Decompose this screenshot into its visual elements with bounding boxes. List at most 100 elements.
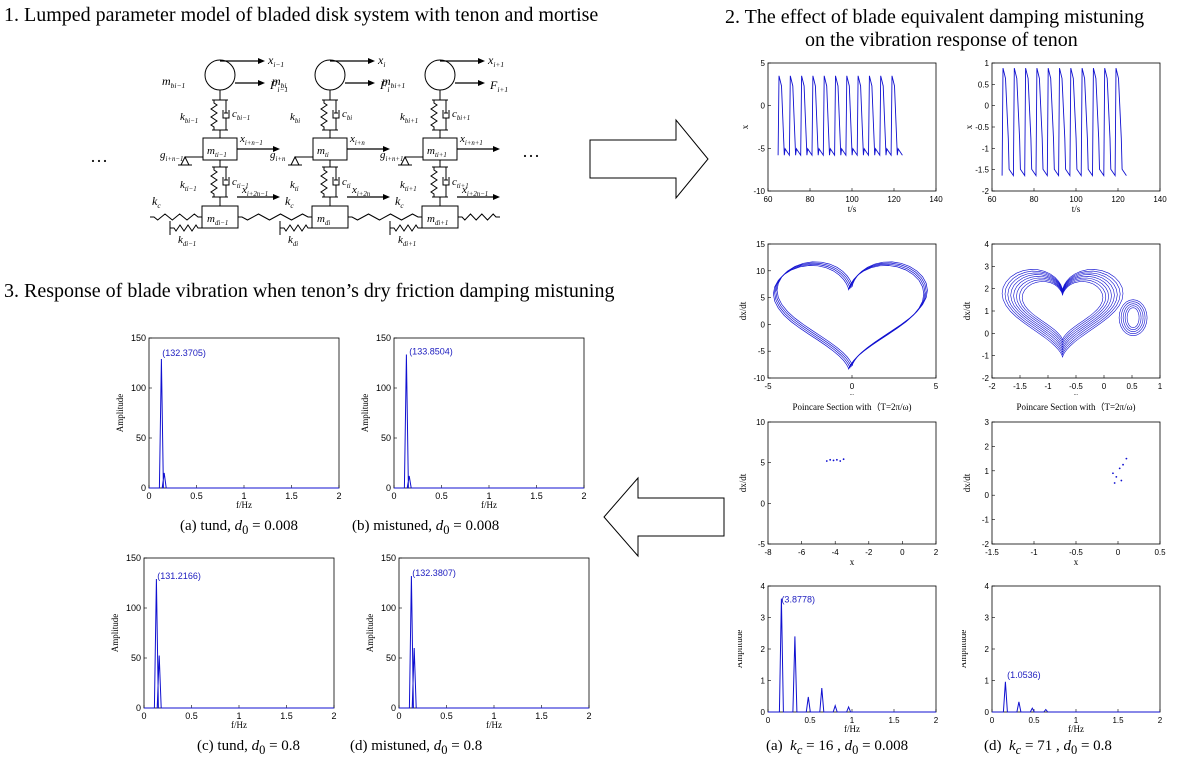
y-tick-label: 5 bbox=[761, 459, 766, 468]
x-axis-label: x bbox=[1074, 391, 1079, 395]
x-tick-label: -0.5 bbox=[1069, 548, 1083, 557]
x-tick-label: 2 bbox=[1158, 716, 1163, 725]
y-tick-label: 5 bbox=[761, 294, 766, 303]
tenon-stiffness-label-0: kti−1 bbox=[180, 179, 197, 193]
x-tick-label: 120 bbox=[887, 195, 901, 204]
x-tick-label: 0.5 bbox=[1126, 382, 1138, 391]
plot-frame bbox=[398, 557, 590, 709]
y-tick-label: 0 bbox=[761, 102, 766, 111]
phase-trajectory bbox=[1019, 279, 1107, 343]
plot-frame bbox=[767, 421, 937, 545]
y-tick-label: 100 bbox=[131, 383, 146, 393]
y-tick-label: 1 bbox=[985, 677, 990, 686]
y-tick-label: 0 bbox=[386, 483, 391, 493]
x-tick-label: 0.5 bbox=[804, 716, 816, 725]
y-tick-label: 0 bbox=[985, 329, 990, 338]
y-tick-label: 0 bbox=[985, 102, 990, 111]
spectrum-line bbox=[992, 681, 1160, 713]
x-tick-label: 140 bbox=[929, 195, 943, 204]
spectrum-line bbox=[399, 575, 589, 709]
friction-label-0: gi+n−1 bbox=[160, 149, 183, 163]
ellipsis-left: ··· bbox=[90, 151, 108, 171]
disk-stiffness-label-1: kdi bbox=[288, 234, 298, 248]
plot-frame bbox=[143, 557, 335, 709]
x-tick-label: 1.5 bbox=[530, 491, 543, 501]
y-tick-label: 50 bbox=[381, 433, 391, 443]
model-column-i+1: xi+1Fi+1mbi+1kbi+1cbi+1mti+1xi+n+1gi+n+1… bbox=[380, 53, 508, 248]
disk-disp-label-0: xi+2n−1 bbox=[241, 184, 268, 198]
x-tick-label: 1 bbox=[491, 711, 496, 721]
x-tick-label: 2 bbox=[331, 711, 336, 721]
phase-trajectory bbox=[775, 262, 927, 368]
y-tick-label: -10 bbox=[753, 374, 765, 383]
ellipsis-right: ··· bbox=[522, 146, 540, 166]
y-tick-label: -1 bbox=[982, 352, 990, 361]
blade-mass-label-2: mbi+1 bbox=[382, 74, 405, 90]
y-tick-label: -5 bbox=[758, 144, 766, 153]
poincare-point bbox=[825, 460, 828, 462]
phase-trajectory bbox=[1124, 305, 1142, 331]
x-axis-label: t/s bbox=[1072, 204, 1081, 214]
x-tick-label: 0 bbox=[141, 711, 146, 721]
y-tick-label: 1 bbox=[985, 59, 990, 68]
y-tick-label: 0 bbox=[136, 703, 141, 713]
x-tick-label: 1 bbox=[236, 711, 241, 721]
x-tick-label: 2 bbox=[934, 716, 939, 725]
left-arrow-icon bbox=[603, 476, 725, 558]
phase-trajectory bbox=[776, 261, 928, 366]
section-1-title: 1. Lumped parameter model of bladed disk… bbox=[4, 4, 599, 26]
x-tick-label: 0.5 bbox=[440, 711, 453, 721]
tenon-damping-label-2: cti+1 bbox=[452, 176, 469, 190]
disk-mass-2 bbox=[421, 205, 459, 229]
x-tick-label: -2 bbox=[988, 382, 996, 391]
y-axis-label: Amplitude bbox=[115, 394, 125, 433]
time-series-line bbox=[777, 75, 903, 157]
caption-left-b: (b) mistuned, d0 = 0.008 bbox=[352, 518, 500, 537]
y-tick-label: 150 bbox=[131, 333, 146, 343]
poincare-point bbox=[835, 458, 838, 461]
y-axis-label: Amplitude bbox=[365, 614, 375, 653]
x-tick-label: -0.5 bbox=[1069, 382, 1083, 391]
y-axis-label: dx/dt bbox=[962, 473, 972, 492]
x-tick-label: 60 bbox=[764, 195, 773, 204]
blade-disp-label-1: xi bbox=[377, 53, 385, 69]
x-tick-label: 0 bbox=[850, 382, 855, 391]
x-axis-label: x bbox=[850, 557, 855, 567]
x-tick-label: 1.5 bbox=[285, 491, 298, 501]
y-tick-label: -2 bbox=[982, 187, 990, 196]
y-axis-label: dx/dt bbox=[738, 473, 748, 492]
model-column-i−1: xi−1Fi−1mbi−1kbi−1cbi−1mti−1xi+n−1gi+n−1… bbox=[160, 53, 288, 248]
y-tick-label: 50 bbox=[136, 433, 146, 443]
y-tick-label: -0.5 bbox=[975, 123, 989, 132]
x-tick-label: 1.5 bbox=[280, 711, 293, 721]
disk-stiffness-label-2: kdi+1 bbox=[398, 234, 416, 248]
y-axis-label: Amplitude bbox=[360, 394, 370, 433]
x-tick-label: 1.5 bbox=[1112, 716, 1124, 725]
coupling-stiffness-label-2: kc bbox=[395, 194, 404, 210]
y-tick-label: 1 bbox=[761, 677, 766, 686]
disk-mass-0 bbox=[201, 205, 239, 229]
y-axis-label: x bbox=[964, 124, 974, 129]
poincare-title: Poincare Section with（T=2π/ω) bbox=[1016, 402, 1135, 412]
x-tick-label: -1 bbox=[1044, 382, 1052, 391]
x-tick-label: 2 bbox=[581, 491, 586, 501]
x-tick-label: -1.5 bbox=[985, 548, 999, 557]
peak-label: (1.0536) bbox=[1007, 670, 1041, 680]
y-tick-label: 0 bbox=[761, 708, 766, 717]
spectrum-line bbox=[768, 598, 936, 713]
x-tick-label: -1 bbox=[1030, 548, 1038, 557]
x-tick-label: 100 bbox=[1069, 195, 1083, 204]
blade-damping-label-0: cbi−1 bbox=[232, 108, 250, 122]
blade-disp-label-2: xi+1 bbox=[487, 53, 504, 69]
y-axis-label: Amplitude bbox=[738, 630, 744, 669]
caption-right-d: (d) kc = 71 , d0 = 0.8 bbox=[984, 738, 1112, 757]
y-tick-label: 150 bbox=[381, 553, 396, 563]
x-tick-label: 0 bbox=[391, 491, 396, 501]
